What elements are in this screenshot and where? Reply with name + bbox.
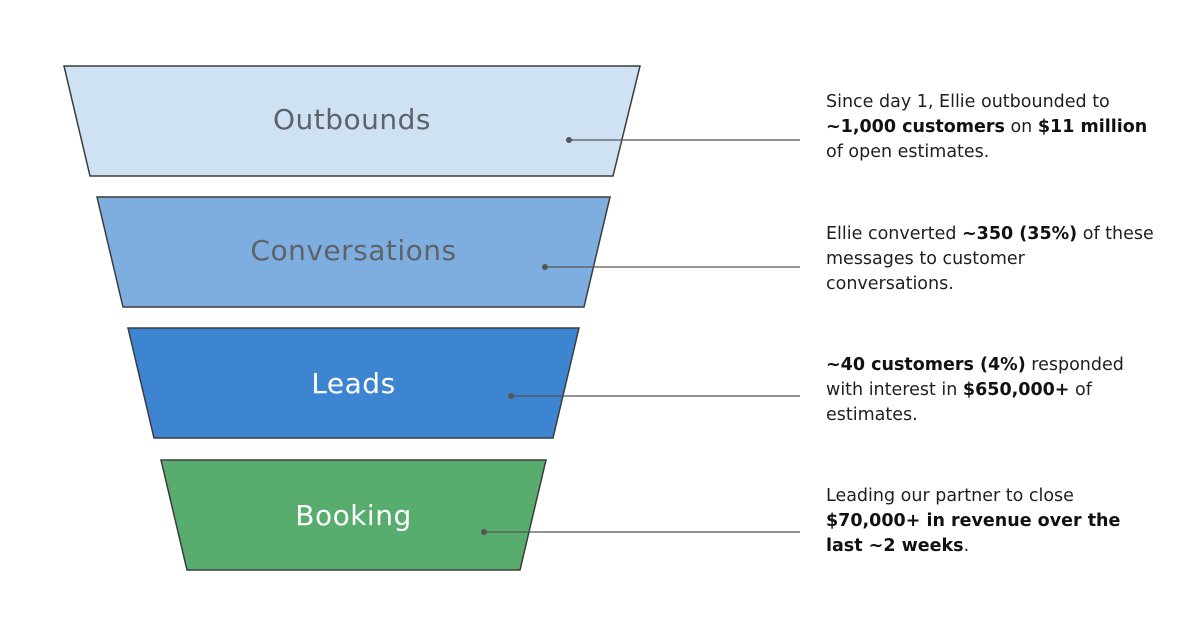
connector-dot-outbounds (566, 137, 572, 143)
note-text: of estimates. (826, 380, 1092, 425)
funnel-stage-outbounds (63, 65, 641, 177)
note-text: . (963, 536, 970, 556)
funnel-stage-label-booking: Booking (295, 499, 411, 532)
note-text: of open estimates. (826, 142, 990, 162)
note-highlight: $650,000+ (962, 380, 1070, 400)
note-text: on (1004, 117, 1038, 137)
connector-dot-leads (508, 393, 514, 399)
stage-note-booking: Leading our partner to close $70,000+ in… (826, 484, 1156, 559)
funnel-stage-label-conversations: Conversations (250, 234, 456, 267)
funnel-stage-label-leads: Leads (311, 367, 395, 400)
stage-note-outbounds: Since day 1, Ellie outbounded to ~1,000 … (826, 90, 1156, 165)
connector-dot-booking (481, 529, 487, 535)
funnel-stage-booking (160, 459, 547, 571)
connector-dot-conversations (542, 264, 548, 270)
note-text: of these messages to customer conversati… (826, 224, 1154, 294)
funnel-stage-leads (127, 327, 580, 439)
note-highlight: ~1,000 customers (826, 117, 1005, 137)
note-highlight: ~40 customers (4%) (826, 355, 1026, 375)
note-highlight: ~350 (35%) (962, 224, 1078, 244)
note-text: Ellie converted (826, 224, 963, 244)
funnel-stage-label-outbounds: Outbounds (273, 103, 431, 136)
note-highlight: $70,000+ in revenue over the last ~2 wee… (826, 511, 1121, 556)
note-text: Since day 1, Ellie outbounded to (826, 92, 1110, 112)
funnel-stage-conversations (96, 196, 611, 308)
note-text: Leading our partner to close (826, 486, 1074, 506)
note-highlight: $11 million (1037, 117, 1148, 137)
stage-note-leads: ~40 customers (4%) responded with intere… (826, 353, 1156, 428)
note-text: responded with interest in (826, 355, 1124, 400)
stage-note-conversations: Ellie converted ~350 (35%) of these mess… (826, 222, 1156, 297)
